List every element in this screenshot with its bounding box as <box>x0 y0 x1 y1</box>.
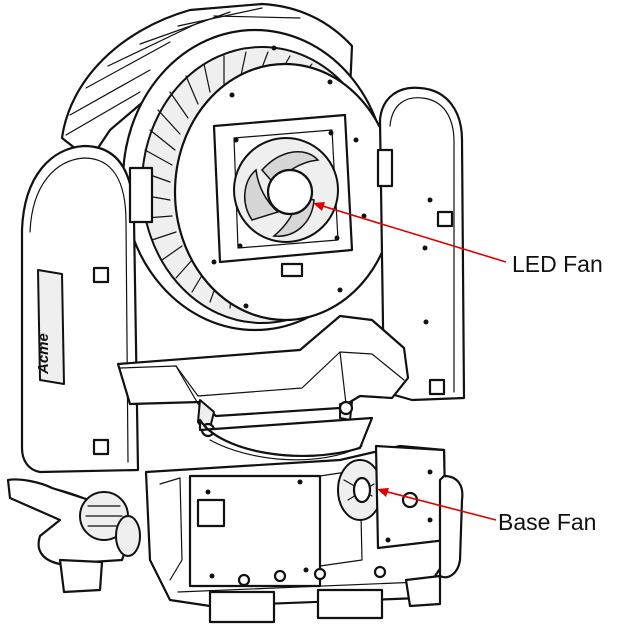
led-fan <box>212 113 354 278</box>
base-turntable <box>198 416 374 461</box>
leader-arrowhead-base-fan <box>377 488 389 497</box>
callout-label-base-fan: Base Fan <box>498 509 596 535</box>
base-feet <box>58 558 442 608</box>
yoke-arm-left: Acme <box>20 144 154 474</box>
base-body <box>144 444 448 624</box>
callout-label-led-fan: LED Fan <box>512 251 603 277</box>
callout-led-fan: LED Fan <box>313 202 603 277</box>
lower-housing <box>116 314 410 438</box>
yoke-arm-right <box>376 86 466 402</box>
callout-base-fan: Base Fan <box>377 488 596 535</box>
leader-line-led-fan <box>315 203 507 263</box>
base-handle-left <box>6 478 141 566</box>
leader-arrowhead-led-fan <box>313 202 325 211</box>
base-handle-right <box>438 474 464 579</box>
leader-line-base-fan <box>379 489 497 521</box>
logo-text: Acme <box>35 333 52 375</box>
